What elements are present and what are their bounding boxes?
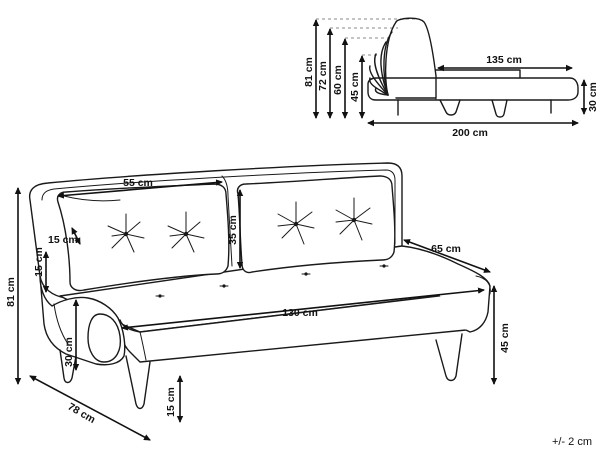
- label-72-top: 72 cm: [317, 61, 329, 91]
- dim-arrow-78: [29, 375, 151, 441]
- backrest-recline-fan: [369, 21, 397, 96]
- side-profile-view: 81 cm 72 cm 60 cm 45 cm 135 cm: [303, 17, 599, 139]
- label-35: 35 cm: [227, 215, 239, 245]
- cushion-right-tufts: [277, 197, 373, 245]
- leg-hairpin-1: [439, 99, 461, 116]
- dim-arrow-130: [121, 287, 485, 331]
- label-30: 30 cm: [63, 337, 75, 367]
- armrest-right-roll: [475, 275, 491, 295]
- dim-arrow-65: [403, 239, 491, 273]
- label-45-top: 45 cm: [349, 72, 361, 102]
- dim-arrow-55: [57, 179, 223, 199]
- tolerance-note: +/- 2 cm: [552, 436, 592, 448]
- armrest-left-roll: [87, 313, 122, 363]
- label-30-top: 30 cm: [587, 82, 599, 112]
- label-78: 78 cm: [66, 401, 98, 426]
- backrest-split: [221, 175, 233, 267]
- leg-front-left: [125, 355, 151, 410]
- seat-front-edge: [139, 331, 147, 361]
- leg-front-right: [435, 333, 463, 382]
- label-60-top: 60 cm: [332, 65, 344, 95]
- label-200: 200 cm: [452, 127, 488, 139]
- backrest-upright: [395, 17, 437, 99]
- label-81: 81 cm: [5, 277, 17, 307]
- cushion-left-tufts: [107, 211, 205, 253]
- label-55: 55 cm: [123, 177, 153, 189]
- cushion-right: [236, 175, 396, 274]
- label-15-leg: 15 cm: [165, 387, 177, 417]
- seat-top-surface: [435, 69, 521, 79]
- armrest-left-inner: [53, 303, 69, 345]
- label-45: 45 cm: [499, 323, 511, 353]
- label-135: 135 cm: [486, 54, 522, 66]
- leg-hairpin-2: [491, 99, 508, 118]
- label-15-arm: 15 cm: [33, 247, 45, 277]
- dim-arrow-15-cushion: [71, 227, 81, 245]
- sofa-perspective-view: 55 cm 15 cm 35 cm 15 cm 81 cm 65 cm 130 …: [5, 162, 511, 441]
- backrest-rim: [41, 169, 396, 245]
- label-81-top: 81 cm: [303, 57, 315, 87]
- label-130: 130 cm: [282, 307, 318, 319]
- label-15-cushion: 15 cm: [48, 234, 78, 246]
- seat-base-side: [367, 77, 579, 101]
- label-65: 65 cm: [431, 243, 461, 255]
